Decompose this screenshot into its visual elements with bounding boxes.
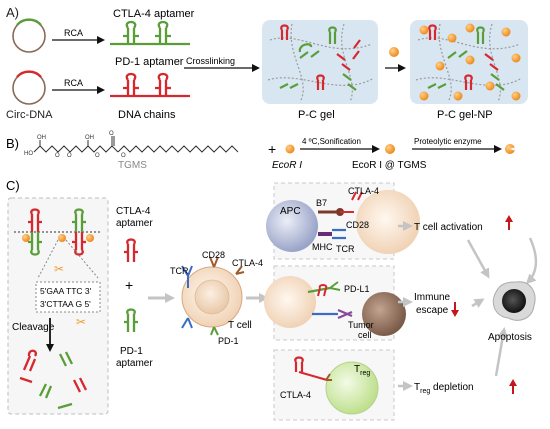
ctla4-aptamer-line2: aptamer	[116, 218, 153, 229]
outcomes: T cell activation Immune escape Treg dep…	[398, 215, 517, 395]
nanoparticle-icon	[389, 47, 399, 57]
ecori-particle-icon	[285, 144, 295, 154]
t-cell-activation-label: T cell activation	[414, 222, 483, 233]
ctla4-aptamer-icon	[124, 238, 138, 262]
rca-label-top: RCA	[64, 28, 83, 38]
svg-text:O: O	[55, 153, 60, 159]
panel-b: B) HO OH O OH O O O O TGMS + EcoR I 4 ºC,Son…	[6, 131, 515, 171]
up-arrow-depletion	[509, 379, 517, 394]
ecori-label: EcoR I	[272, 160, 302, 171]
down-arrow-escape	[451, 302, 459, 317]
cd28-label: CD28	[202, 250, 225, 260]
svg-text:HO: HO	[24, 151, 33, 157]
cleavage-box: ✂ 5'GAA TTC 3' 3'CTTAA G 5' ✂ Cleavage	[7, 197, 109, 415]
mechanism-box-apc: APC B7 CTLA-4 CD28 MHC TCR	[266, 182, 420, 260]
mhc-label: MHC	[312, 242, 333, 252]
green-dna-chain	[110, 20, 190, 46]
tumor-label-line2: cell	[358, 330, 372, 340]
b7-label: B7	[316, 198, 327, 208]
pd1-aptamer-line1: PD-1	[120, 346, 143, 357]
pd1-aptamer-label: PD-1 aptamer	[115, 56, 184, 68]
rca-arrow-top: RCA	[52, 28, 105, 44]
svg-text:O: O	[67, 153, 72, 159]
apoptotic-cell: Apoptosis	[488, 281, 536, 343]
svg-text:O: O	[109, 131, 114, 137]
circ-dna-label: Circ-DNA	[6, 109, 53, 121]
panel-c: C) ✂ 5'GAA TTC 3' 3'CTTAA G 5'	[6, 178, 538, 421]
released-enzyme-icon	[505, 144, 515, 154]
sonication-label: 4 ºC,Sonification	[302, 137, 361, 146]
sequence-top: 5'GAA TTC 3'	[40, 286, 92, 296]
crosslinking-label: Crosslinking	[186, 56, 235, 66]
panel-c-label: C)	[6, 178, 20, 193]
pd1-label: PD-1	[218, 336, 239, 346]
svg-text:OH: OH	[37, 135, 46, 141]
svg-text:O: O	[95, 153, 100, 159]
tgms-structure	[33, 136, 239, 153]
t-cell-label: T cell	[228, 320, 252, 331]
dna-chains-label: DNA chains	[118, 109, 176, 121]
tcr-label: TCR	[170, 266, 189, 276]
immune-escape-line1: Immune	[414, 292, 451, 303]
ecori-tgms-icon	[385, 144, 395, 154]
immune-escape-line2: escape	[416, 305, 449, 316]
rca-label-bottom: RCA	[64, 78, 83, 88]
panel-a: A) Circ-DNA RCA RCA CTLA-4 aptamer PD-1 …	[6, 5, 528, 121]
up-arrow-activation	[505, 215, 513, 230]
ecori-tgms-label: EcoR I @ TGMS	[352, 160, 427, 171]
treg-depletion-label: Treg depletion	[414, 382, 474, 395]
circ-dna-top	[12, 18, 46, 53]
svg-text:OH: OH	[85, 135, 94, 141]
sequence-bottom: 3'CTTAA G 5'	[40, 299, 91, 309]
pc-gel-np-label: P-C gel-NP	[437, 109, 493, 121]
crosslinking-arrow: Crosslinking	[184, 56, 260, 72]
ctla4-aptamer-label: CTLA-4 aptamer	[113, 8, 195, 20]
pd1-aptamer-line2: aptamer	[116, 358, 153, 369]
plus-sign-b: +	[268, 141, 276, 157]
ctla4-label: CTLA-4	[232, 258, 263, 268]
tgms-label: TGMS	[118, 160, 147, 171]
tumor-label-line1: Tumor	[348, 320, 374, 330]
pc-gel-np: P-C gel-NP	[410, 20, 528, 121]
enzyme-label: Proteolytic enzyme	[414, 137, 482, 146]
treg-label: Treg	[354, 364, 370, 377]
free-aptamers: CTLA-4 aptamer + PD-1 aptamer	[116, 206, 153, 369]
apc-label: APC	[280, 206, 301, 217]
mechanism-box-tumor: PD-L1 Tumor cell	[264, 265, 406, 341]
circ-dna-bottom	[12, 70, 46, 105]
ctla4-label-apc: CTLA-4	[348, 186, 379, 196]
ctla4-aptamer-line1: CTLA-4	[116, 206, 151, 217]
t-cell: CD28 TCR CTLA-4 T cell PD-1	[170, 250, 263, 346]
pd1-aptamer-icon	[124, 308, 138, 332]
red-dna-chain	[110, 72, 190, 98]
svg-text:O: O	[121, 153, 126, 159]
ctla4-label-treg: CTLA-4	[280, 390, 311, 400]
pc-gel: P-C gel	[262, 20, 378, 121]
apoptosis-label: Apoptosis	[488, 332, 532, 343]
cleavage-label: Cleavage	[12, 322, 55, 333]
cd28-label-apc: CD28	[346, 220, 369, 230]
apoptosis-arrows	[466, 237, 538, 377]
tcr-label-apc: TCR	[336, 244, 355, 254]
scissors-icon-top: ✂	[54, 262, 64, 276]
plus-sign-c: +	[125, 277, 133, 293]
mechanism-box-treg: Treg CTLA-4	[273, 349, 395, 421]
panel-a-label: A)	[6, 5, 19, 20]
panel-b-label: B)	[6, 136, 19, 151]
scissors-icon-bottom: ✂	[76, 315, 86, 329]
pc-gel-label: P-C gel	[298, 109, 335, 121]
tgms-atoms: HO OH O OH O O O O	[24, 131, 126, 159]
rca-arrow-bottom: RCA	[52, 78, 105, 94]
pdl1-label: PD-L1	[344, 284, 370, 294]
